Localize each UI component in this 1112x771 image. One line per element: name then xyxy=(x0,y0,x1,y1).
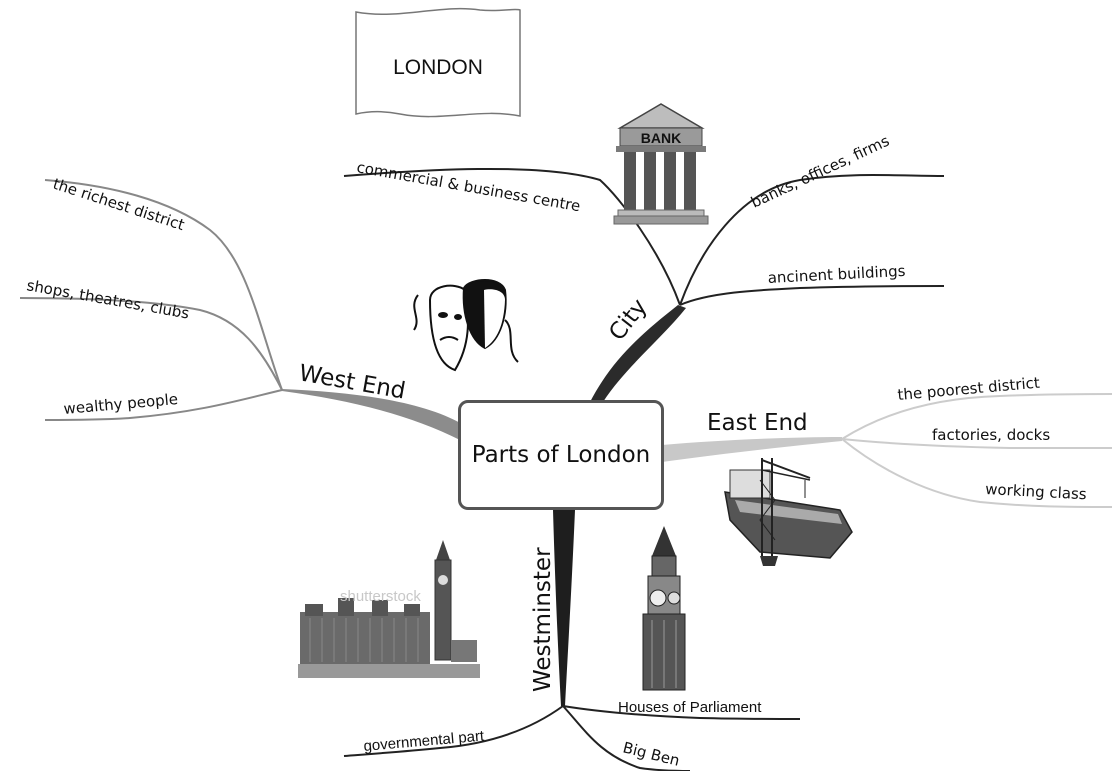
east-end-sub-branch-3 xyxy=(841,438,1112,508)
flag-title: LONDON xyxy=(393,56,483,79)
bank-sign: BANK xyxy=(641,130,681,146)
east-end-item-3: working class xyxy=(985,480,1087,503)
west-end-item-2: shops, theatres, clubs xyxy=(25,276,191,322)
east-end-main-branch xyxy=(662,437,842,462)
city-sub-branch-3 xyxy=(679,285,945,306)
theatre-masks-icon xyxy=(413,279,519,372)
westminster-sub-branch-1 xyxy=(343,705,564,757)
london-flag: LONDON xyxy=(355,7,521,118)
central-node: Parts of London xyxy=(458,400,664,510)
west-end-sub-branch-3 xyxy=(44,389,283,421)
city-item-1: commercial & business centre xyxy=(355,158,581,215)
big-ben-icon xyxy=(642,526,686,691)
city-sub-branch-2 xyxy=(679,174,945,306)
city-item-2: banks, offices, firms xyxy=(748,132,892,212)
photo-watermark: shutterstock xyxy=(340,588,421,605)
central-node-title: Parts of London xyxy=(471,442,651,468)
westminster-main-branch xyxy=(553,510,575,706)
houses-of-parliament-photo: shutterstock xyxy=(298,540,480,680)
branch-west-end: West End the richest district shops, the… xyxy=(19,175,462,440)
east-end-item-2: factories, docks xyxy=(932,426,1050,444)
westminster-item-2: Houses of Parliament xyxy=(618,699,762,716)
westminster-sub-branch-2 xyxy=(562,705,801,720)
westminster-item-1: governmental part xyxy=(363,727,486,755)
west-end-sub-branch-1 xyxy=(44,179,283,391)
city-main-branch xyxy=(590,305,686,402)
east-end-sub-branch-2 xyxy=(841,438,1112,449)
bank-building-icon: BANK xyxy=(613,103,709,225)
city-sub-branch-1 xyxy=(343,167,681,306)
west-end-item-1: the richest district xyxy=(51,175,187,234)
west-end-main-branch xyxy=(282,389,462,440)
west-end-sub-branch-2 xyxy=(19,297,283,391)
city-item-3: ancinent buildings xyxy=(767,262,906,287)
westminster-label: Westminster xyxy=(530,547,556,692)
east-end-item-1: the poorest district xyxy=(897,374,1041,404)
east-end-sub-branch-1 xyxy=(841,393,1112,440)
east-end-label: East End xyxy=(707,410,808,436)
ship-crane-dock-icon xyxy=(724,458,853,566)
